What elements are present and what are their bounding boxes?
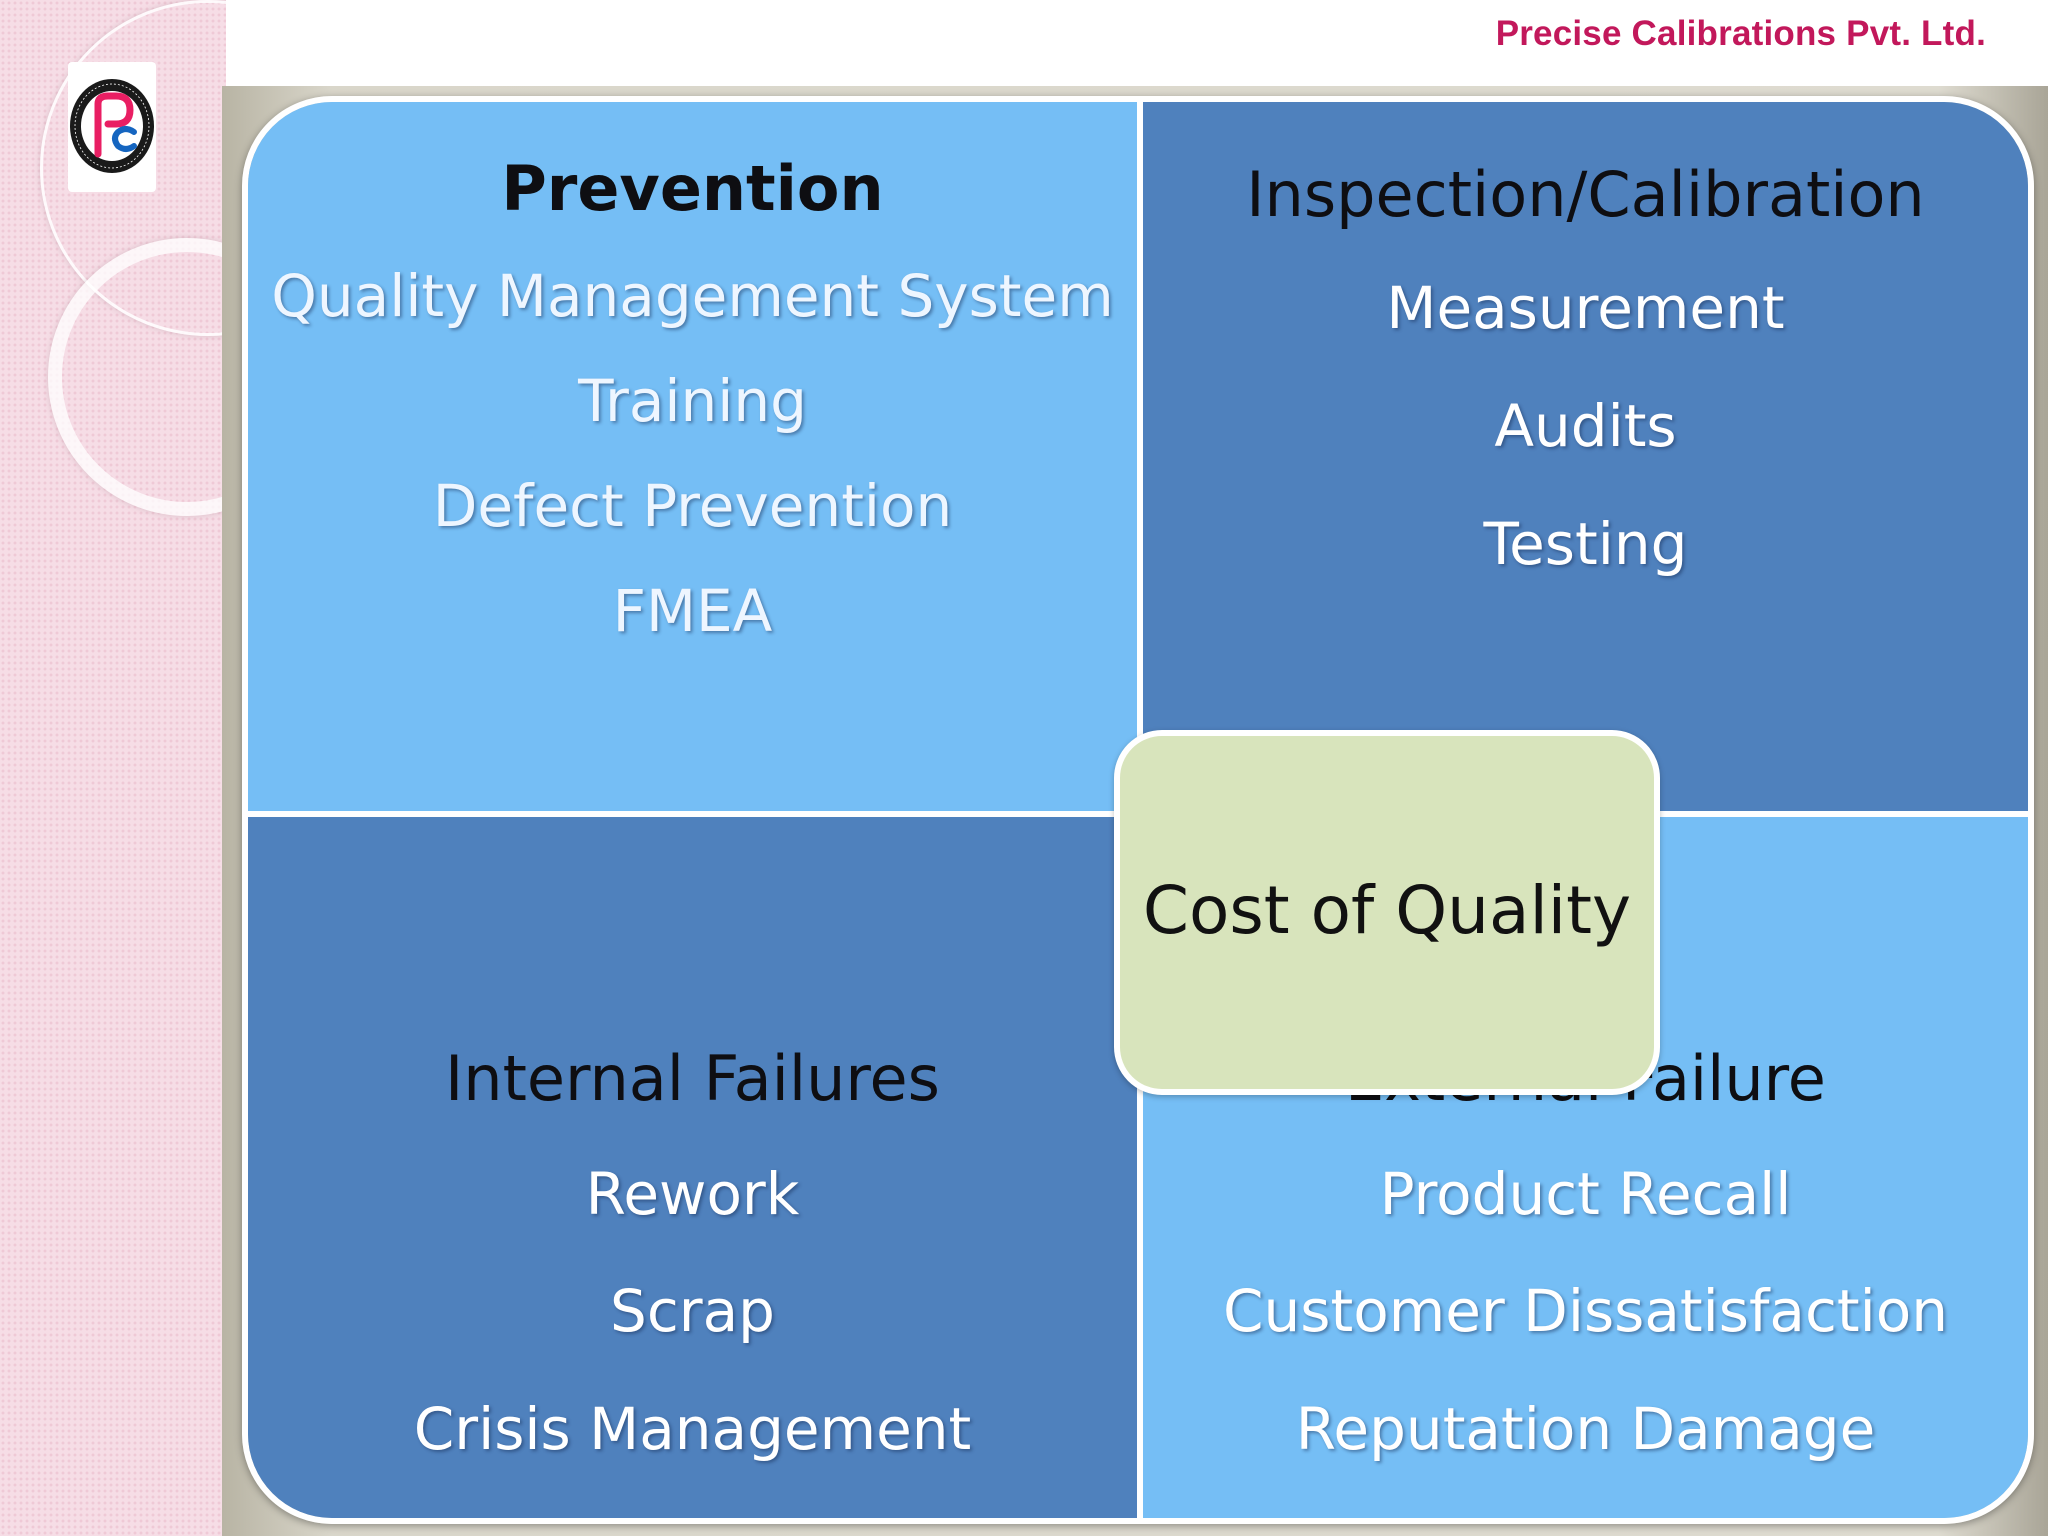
quadrant-title: Inspection/Calibration (1246, 158, 1925, 231)
quadrant-item: Audits (1494, 392, 1677, 460)
quadrant-item: Testing (1483, 510, 1688, 578)
quadrant-title: Internal Failures (445, 1042, 940, 1115)
company-name: Precise Calibrations Pvt. Ltd. (1495, 14, 1986, 53)
quadrant-item: Rework (585, 1160, 800, 1228)
cost-of-quality-matrix: Prevention Quality Management System Tra… (242, 96, 2034, 1524)
quadrant-internal-failures: Internal Failures Rework Scrap Crisis Ma… (248, 814, 1140, 1518)
company-logo (68, 62, 156, 192)
quadrant-item: Training (578, 367, 807, 435)
slide-header: Precise Calibrations Pvt. Ltd. (226, 0, 2048, 88)
quadrant-item: Measurement (1386, 274, 1785, 342)
quadrant-inspection: Inspection/Calibration Measurement Audit… (1140, 102, 2028, 814)
quadrant-item: Customer Dissatisfaction (1223, 1277, 1948, 1345)
quadrant-item: Product Recall (1379, 1160, 1792, 1228)
quadrant-item: Scrap (610, 1277, 775, 1345)
logo-emblem-icon (70, 79, 154, 173)
quadrant-item: FMEA (612, 577, 773, 645)
quadrant-item: Crisis Management (413, 1395, 972, 1463)
quadrant-item: Defect Prevention (432, 472, 953, 540)
left-decorative-strip (0, 0, 226, 1536)
decorative-ring (48, 238, 226, 516)
quadrant-prevention: Prevention Quality Management System Tra… (248, 102, 1140, 814)
quadrant-title: Prevention (501, 152, 884, 225)
quadrant-item: Quality Management System (271, 262, 1114, 330)
center-label: Cost of Quality (1142, 872, 1632, 949)
quadrant-item: Reputation Damage (1295, 1395, 1876, 1463)
center-box: Cost of Quality (1114, 730, 1660, 1095)
